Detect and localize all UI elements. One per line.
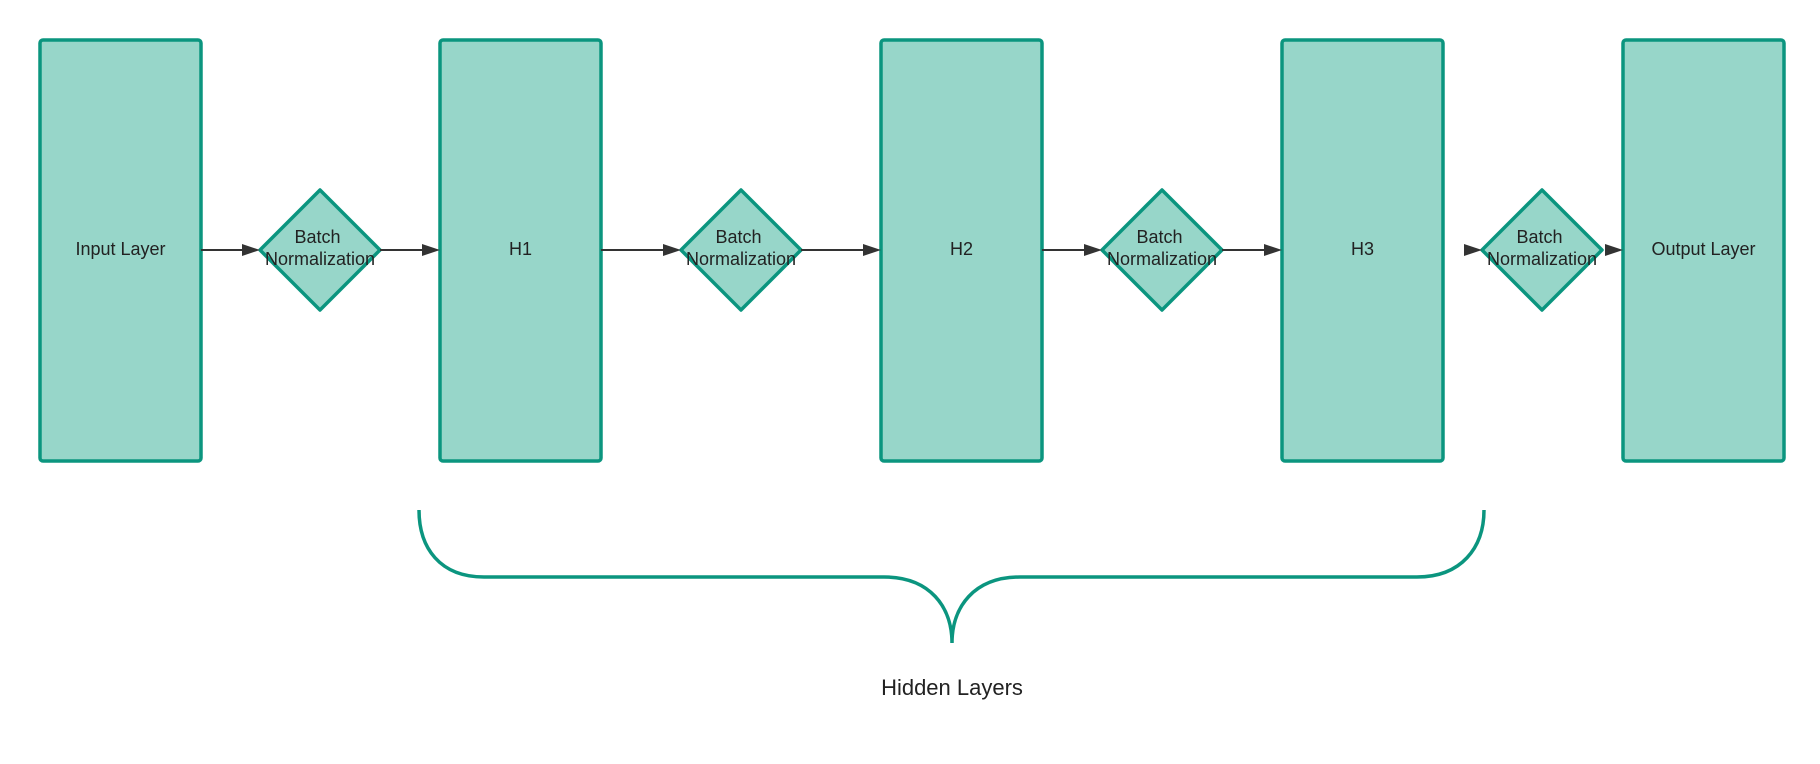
arrow-bn1-to-h1[interactable] <box>380 244 440 256</box>
h3-layer-label: H3 <box>1351 239 1374 259</box>
batch-norm-diamond-4 <box>1480 188 1604 312</box>
h3-layer-box <box>1280 38 1445 463</box>
hidden-layers-caption: Hidden Layers <box>881 675 1023 700</box>
batch-norm-node-1[interactable]: Batch Normalization <box>258 188 382 312</box>
batch-norm-label-2-line1: Batch <box>715 227 761 247</box>
h2-layer-node[interactable]: H2 <box>879 38 1044 463</box>
batch-norm-label-3-line1: Batch <box>1136 227 1182 247</box>
batch-norm-label-1-line2: Normalization <box>265 249 375 269</box>
batch-norm-diamond-2 <box>679 188 803 312</box>
input-layer-label: Input Layer <box>75 239 165 259</box>
output-layer-label: Output Layer <box>1651 239 1755 259</box>
batch-norm-node-2[interactable]: Batch Normalization <box>679 188 803 312</box>
input-layer-node[interactable]: Input Layer <box>38 38 203 463</box>
batch-norm-label-3: Batch Normalization <box>1107 227 1217 269</box>
batch-norm-label-2-line2: Normalization <box>686 249 796 269</box>
h2-layer-label: H2 <box>950 239 973 259</box>
arrow-input-to-bn1[interactable] <box>201 244 260 256</box>
h1-layer-node[interactable]: H1 <box>438 38 603 463</box>
arrow-h3-to-bn4[interactable] <box>1464 244 1482 256</box>
batch-norm-label-3-line2: Normalization <box>1107 249 1217 269</box>
batch-norm-label-4: Batch Normalization <box>1487 227 1597 269</box>
batch-norm-label-2: Batch Normalization <box>686 227 796 269</box>
h1-layer-label: H1 <box>509 239 532 259</box>
batch-norm-label-1: Batch Normalization <box>265 227 375 269</box>
arrow-bn3-to-h3[interactable] <box>1222 244 1282 256</box>
batch-norm-diamond-1 <box>258 188 382 312</box>
arrow-bn2-to-h2[interactable] <box>801 244 881 256</box>
batch-norm-label-1-line1: Batch <box>294 227 340 247</box>
hidden-layers-brace <box>417 509 1486 644</box>
output-layer-node[interactable]: Output Layer <box>1621 38 1786 463</box>
arrow-bn4-to-output[interactable] <box>1605 244 1623 256</box>
arrow-h1-to-bn2[interactable] <box>601 244 681 256</box>
arrow-h2-to-bn3[interactable] <box>1042 244 1102 256</box>
batch-norm-label-4-line2: Normalization <box>1487 249 1597 269</box>
h3-layer-node[interactable]: H3 <box>1280 38 1445 463</box>
output-layer-box <box>1621 38 1786 463</box>
batch-norm-node-3[interactable]: Batch Normalization <box>1100 188 1224 312</box>
batch-norm-node-4[interactable]: Batch Normalization <box>1480 188 1604 312</box>
batch-norm-label-4-line1: Batch <box>1516 227 1562 247</box>
batch-norm-diamond-3 <box>1100 188 1224 312</box>
